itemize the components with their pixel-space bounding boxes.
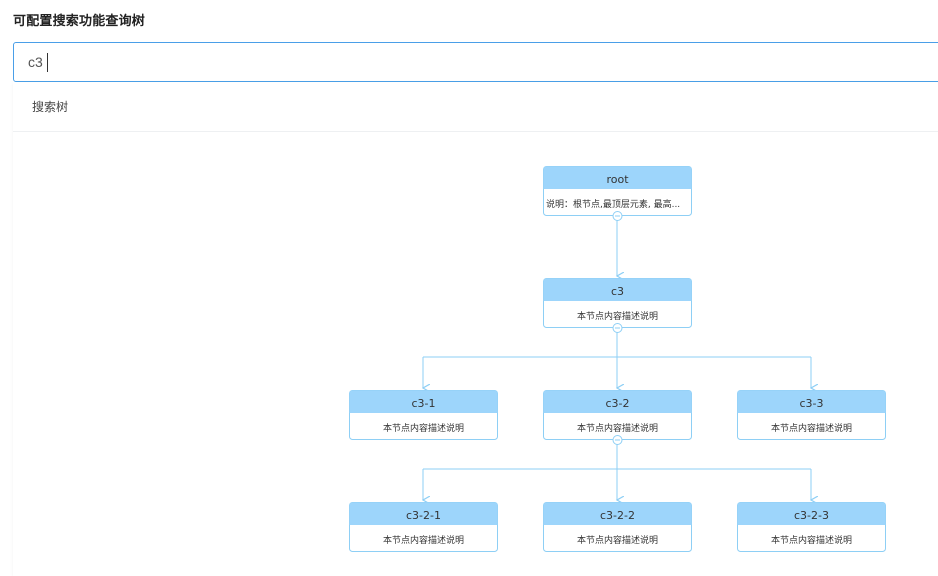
tree-node-c3-2-3[interactable]: c3-2-3 本节点内容描述说明 [737,502,886,552]
tree-edges [423,220,811,500]
node-title: c3-1 [411,397,435,410]
text-caret [47,53,48,72]
panel-header: 搜索树 [13,82,938,132]
node-header [543,502,692,525]
tree-node-c3-3[interactable]: c3-3 本节点内容描述说明 [737,390,886,440]
node-header [543,390,692,413]
node-title: c3-2-3 [794,509,829,522]
node-header [737,390,886,413]
tree-node-c3-1[interactable]: c3-1 本节点内容描述说明 [349,390,498,440]
node-header [737,502,886,525]
node-title: c3-2 [605,397,629,410]
node-desc: 本节点内容描述说明 [383,534,464,546]
search-input[interactable] [14,43,938,81]
tree-node-c3[interactable]: c3 本节点内容描述说明 [543,278,692,328]
node-desc: 本节点内容描述说明 [577,310,658,322]
node-title: c3-2-2 [600,509,635,522]
node-header [349,390,498,413]
node-title: root [606,173,629,186]
node-header [349,502,498,525]
search-box[interactable] [13,42,938,82]
node-header [543,166,692,189]
tree-node-c3-2-2[interactable]: c3-2-2 本节点内容描述说明 [543,502,692,552]
tree-node-c3-2-1[interactable]: c3-2-1 本节点内容描述说明 [349,502,498,552]
node-desc: 本节点内容描述说明 [577,534,658,546]
node-desc: 本节点内容描述说明 [771,534,852,546]
collapse-toggle-icon[interactable] [612,323,623,333]
node-desc: 本节点内容描述说明 [383,422,464,434]
node-header [543,278,692,301]
node-title: c3 [611,285,624,298]
node-title: c3-3 [799,397,823,410]
collapse-toggle-icon[interactable] [612,435,623,445]
node-title: c3-2-1 [406,509,441,522]
page-title: 可配置搜索功能查询树 [13,14,146,29]
tree-panel: 搜索树 [13,82,938,576]
tree-node-c3-2[interactable]: c3-2 本节点内容描述说明 [543,390,692,440]
node-desc: 本节点内容描述说明 [577,422,658,434]
node-desc: 本节点内容描述说明 [771,422,852,434]
node-desc: 说明：根节点,最顶层元素, 最高... [546,198,680,210]
tree-node-root[interactable]: root 说明：根节点,最顶层元素, 最高... [543,166,692,216]
collapse-toggle-icon[interactable] [612,211,623,221]
